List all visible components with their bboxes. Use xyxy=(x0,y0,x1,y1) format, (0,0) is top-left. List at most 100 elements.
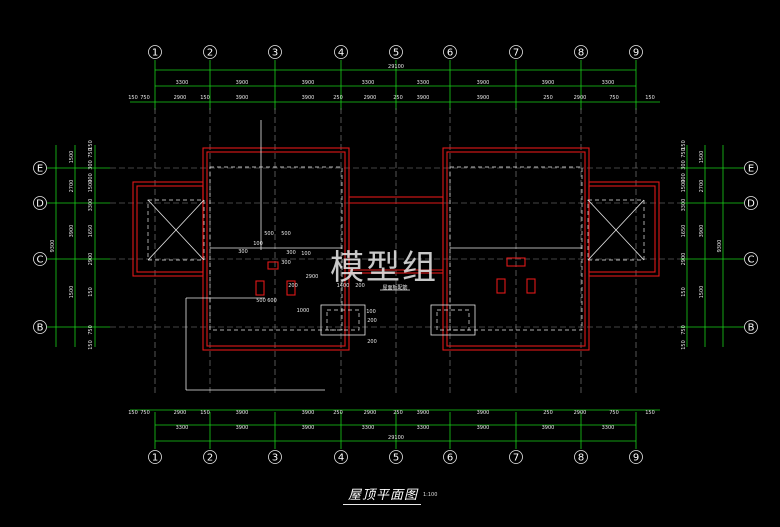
dim-bottom-inner: 150 xyxy=(128,410,138,416)
axis-bubble xyxy=(574,450,588,464)
axis-label: B xyxy=(748,323,755,334)
dim-bottom-outer: 3300 xyxy=(176,425,189,431)
dim-right-inner: 150 xyxy=(681,340,687,350)
detail-dim-text: 2900 xyxy=(306,274,319,280)
dim-bottom-inner: 2900 xyxy=(174,410,187,416)
axis-bubble xyxy=(509,45,523,59)
eave-lines xyxy=(147,166,645,331)
dim-total-right: 9300 xyxy=(717,240,723,253)
dim-right: 1500 xyxy=(699,286,705,299)
axis-label: E xyxy=(37,164,43,175)
dim-left-inner: 2900 xyxy=(88,253,94,266)
axis-bubble xyxy=(148,450,162,464)
dim-top-inner: 3900 xyxy=(417,95,430,101)
dim-top-inner: 750 xyxy=(140,95,150,101)
dim-top-inner: 3900 xyxy=(236,95,249,101)
dim-total-bottom: 29100 xyxy=(388,435,404,441)
dim-bottom-inner: 150 xyxy=(645,410,655,416)
dim-bottom-inner: 150 xyxy=(200,410,210,416)
axis-label: 2 xyxy=(207,48,213,59)
axis-label: 3 xyxy=(272,48,278,59)
axis-bubble xyxy=(744,161,758,175)
axis-bubble xyxy=(389,450,403,464)
dim-right-inner: 750 xyxy=(681,148,687,158)
detail-dim-text: 1000 xyxy=(297,308,310,314)
dim-left-inner: 1650 xyxy=(88,225,94,238)
axis-label: C xyxy=(748,255,755,266)
axis-label: 6 xyxy=(447,453,453,464)
axis-bubble xyxy=(203,45,217,59)
axis-label: 6 xyxy=(447,48,453,59)
axis-bubble xyxy=(509,450,523,464)
grid-axis-lines xyxy=(110,108,680,395)
axis-label: D xyxy=(747,199,755,210)
dim-left-inner: 150 xyxy=(88,140,94,150)
detail-dim-text: 100 xyxy=(366,309,376,315)
axis-bubble xyxy=(33,196,47,210)
watermark: 模型组 xyxy=(330,248,438,288)
dimension-lines xyxy=(55,69,724,442)
axis-label: 1 xyxy=(152,453,158,464)
dim-top-inner: 150 xyxy=(200,95,210,101)
detail-dim-text: 100 xyxy=(253,241,263,247)
axis-label: 4 xyxy=(338,453,344,464)
dim-bottom-inner: 2900 xyxy=(364,410,377,416)
drawing-title: 屋顶平面图 xyxy=(348,488,419,503)
dim-top-outer: 3300 xyxy=(417,80,430,86)
dim-left-inner: 300 xyxy=(88,160,94,170)
axis-label: 9 xyxy=(633,48,639,59)
axis-bubble xyxy=(389,45,403,59)
dim-total-left: 9300 xyxy=(50,240,56,253)
axis-label: C xyxy=(37,255,44,266)
axis-label: 7 xyxy=(513,453,519,464)
axis-bubble xyxy=(744,252,758,266)
dim-top-inner: 250 xyxy=(543,95,553,101)
dim-top-outer: 3300 xyxy=(362,80,375,86)
dim-bottom-outer: 3900 xyxy=(302,425,315,431)
dim-bottom-outer: 3900 xyxy=(236,425,249,431)
dim-bottom-outer: 3900 xyxy=(477,425,490,431)
axis-bubble xyxy=(203,450,217,464)
axis-bubble xyxy=(443,45,457,59)
drawing-scale: 1:100 xyxy=(423,492,438,498)
dim-bottom-outer: 3300 xyxy=(417,425,430,431)
leader-lines xyxy=(185,120,410,391)
detail-dim-text: 200 xyxy=(355,283,365,289)
detail-dim-text: 200 xyxy=(288,283,298,289)
dim-bottom-inner: 250 xyxy=(543,410,553,416)
dim-top-outer: 3900 xyxy=(236,80,249,86)
dim-top-inner: 2900 xyxy=(364,95,377,101)
axis-bubble xyxy=(33,161,47,175)
dim-top-outer: 3900 xyxy=(542,80,555,86)
dim-right-inner: 1500 xyxy=(681,180,687,193)
dim-top-inner: 150 xyxy=(645,95,655,101)
dim-bottom-inner: 250 xyxy=(393,410,403,416)
detail-dim-text: 100 xyxy=(301,251,311,257)
dim-right: 1500 xyxy=(699,151,705,164)
axis-bubble xyxy=(574,45,588,59)
dim-top-inner: 150 xyxy=(128,95,138,101)
axis-bubble xyxy=(33,252,47,266)
dim-bottom-inner: 3900 xyxy=(302,410,315,416)
detail-dim-text: 500 xyxy=(264,231,274,237)
dim-bottom-inner: 3900 xyxy=(417,410,430,416)
axis-label: 5 xyxy=(393,453,399,464)
axis-label: 4 xyxy=(338,48,344,59)
detail-dim-text: 200 xyxy=(367,318,377,324)
dim-left-inner: 150 xyxy=(88,287,94,297)
chimneys xyxy=(320,304,476,336)
detail-dim-text: 300 xyxy=(281,260,291,266)
dim-right-inner: 750 xyxy=(681,325,687,335)
dim-total-top: 29100 xyxy=(388,64,404,70)
dim-right-inner: 300 xyxy=(681,160,687,170)
dim-left-inner: 750 xyxy=(88,148,94,158)
dim-bottom-inner: 3900 xyxy=(236,410,249,416)
dim-right-inner: 150 xyxy=(681,287,687,297)
dim-left: 1500 xyxy=(69,151,75,164)
dim-top-outer: 3900 xyxy=(302,80,315,86)
dim-bottom-inner: 750 xyxy=(140,410,150,416)
detail-dim-text: 500 xyxy=(256,298,266,304)
dim-top-inner: 3900 xyxy=(477,95,490,101)
